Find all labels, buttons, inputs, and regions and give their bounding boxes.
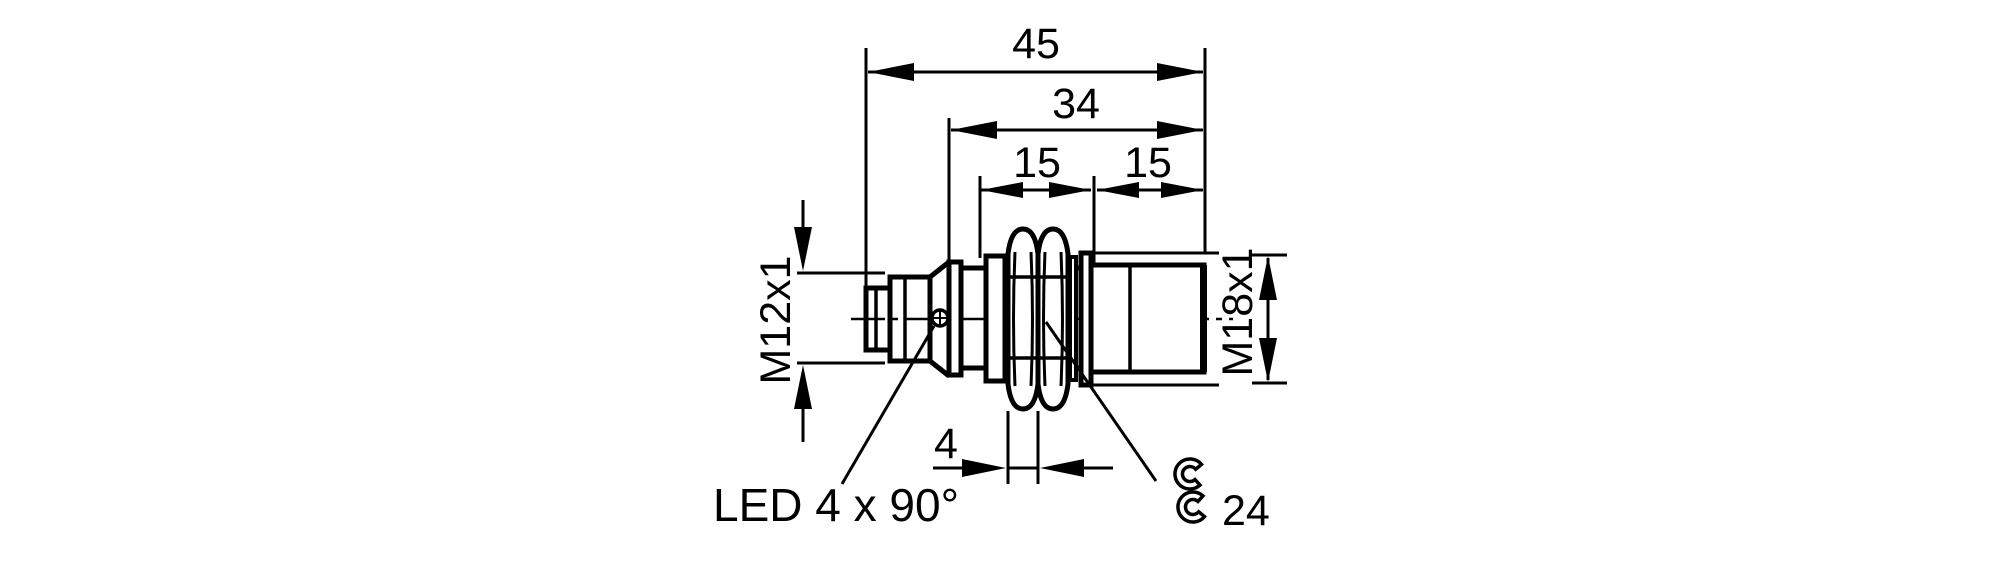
led-leader-line <box>840 325 936 485</box>
arrowhead-up <box>1259 256 1277 300</box>
nut1-face-arc-left <box>1012 251 1017 387</box>
dimension-housing-thread: M18x1 <box>1214 247 1287 385</box>
dim-15-rear-label: 15 <box>1013 139 1061 187</box>
taper-bottom-edge <box>928 359 951 378</box>
dim-4-label: 4 <box>934 420 958 468</box>
dim-m12x1-label: M12x1 <box>752 255 800 384</box>
dim-m18x1-label: M18x1 <box>1214 247 1262 376</box>
arrowhead-down <box>794 227 812 271</box>
led-note-label: LED 4 x 90° <box>713 479 959 531</box>
arrowhead-up <box>794 365 812 409</box>
flat-washer <box>1068 255 1078 382</box>
wrench-icon <box>1173 457 1207 524</box>
arrowhead-left <box>868 63 914 81</box>
taper-top-edge <box>928 260 951 279</box>
dim-15-front-label: 15 <box>1124 139 1172 187</box>
wrench-size-callout: 24 <box>1044 321 1270 535</box>
thread-collar <box>983 253 1008 384</box>
wrench-upper-jaw <box>1173 457 1204 491</box>
arrowhead-left <box>981 182 1023 198</box>
wrench-leader-line <box>1044 321 1158 482</box>
wrench-lower-jaw <box>1176 490 1207 524</box>
arrowhead-left <box>1040 459 1084 477</box>
arrowhead-left <box>1097 182 1139 198</box>
dimension-segment-rear: 15 <box>978 139 1096 264</box>
dimension-overall-length: 45 <box>864 20 1207 286</box>
housing-rear-cap <box>946 259 964 378</box>
sensor-barrel <box>1088 262 1207 375</box>
arrowhead-down <box>1259 338 1277 382</box>
arrowhead-right <box>1157 63 1203 81</box>
dimension-body-length: 34 <box>947 80 1203 262</box>
dimension-connector-thread: M12x1 <box>752 200 885 442</box>
dimension-segment-front: 15 <box>1097 139 1203 198</box>
arrowhead-right <box>962 459 1006 477</box>
nut1-face-arc-right <box>1029 251 1034 387</box>
wrench-size-label: 24 <box>1222 487 1270 535</box>
nut2-face-arc-right <box>1059 251 1064 387</box>
arrowhead-right <box>1157 121 1203 139</box>
nut2-face-arc-left <box>1042 251 1047 387</box>
dim-34-label: 34 <box>1052 80 1100 128</box>
led-indicator <box>840 308 950 485</box>
sensor-body <box>863 226 1219 412</box>
dimension-nut-thickness: 4 <box>933 411 1113 484</box>
arrowhead-right <box>1049 182 1091 198</box>
arrowhead-right <box>1161 182 1203 198</box>
m12-connector-collar <box>887 274 933 364</box>
dim-45-label: 45 <box>1012 20 1060 68</box>
arrowhead-left <box>951 121 997 139</box>
